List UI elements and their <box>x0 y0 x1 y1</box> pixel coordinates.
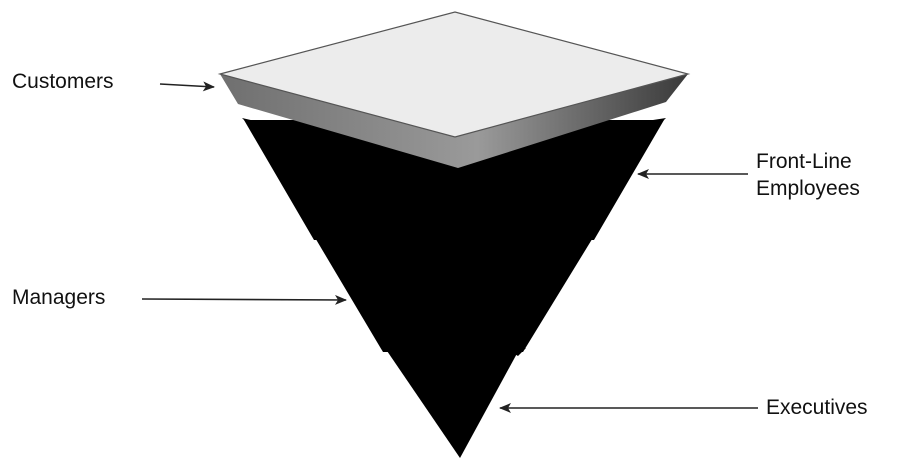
label-front-line-employees: Front-Line Employees <box>756 148 860 202</box>
label-executives: Executives <box>766 396 868 420</box>
label-front-line-line1: Front-Line <box>756 148 860 175</box>
label-customers: Customers <box>12 70 114 94</box>
customers-arrow <box>160 84 214 87</box>
tier-executives <box>385 348 520 458</box>
label-front-line-line2: Employees <box>756 175 860 202</box>
tier-managers <box>314 236 594 352</box>
managers-arrow <box>142 299 346 300</box>
label-managers: Managers <box>12 286 105 310</box>
